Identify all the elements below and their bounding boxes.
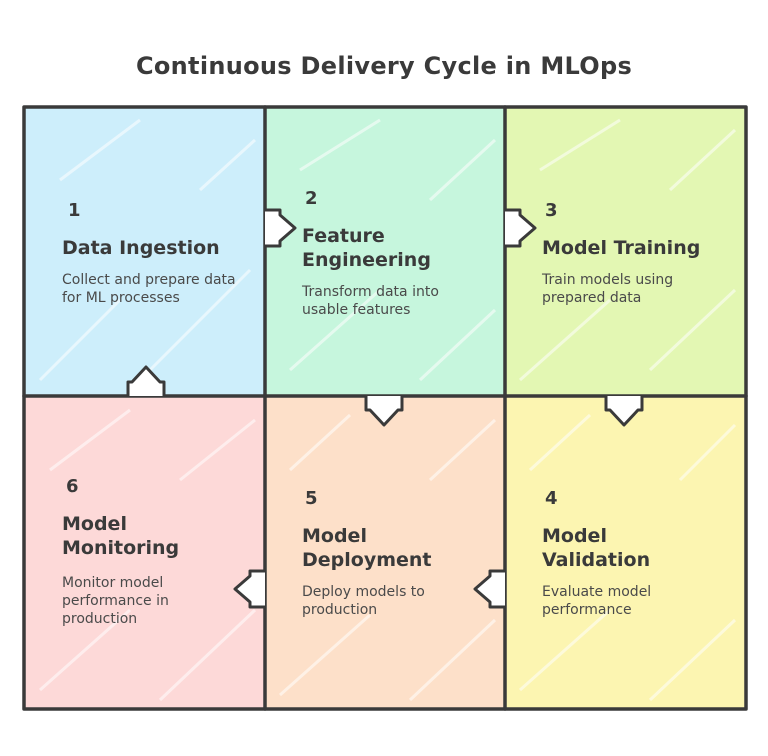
step-number: 6 bbox=[66, 476, 79, 497]
arrow-3-to-4 bbox=[604, 396, 644, 427]
step-number: 3 bbox=[545, 200, 558, 221]
cell-bg-data-ingestion bbox=[25, 108, 265, 396]
arrow-2-to-3 bbox=[505, 208, 537, 248]
step-description: Deploy models to production bbox=[302, 584, 425, 618]
arrow-5-to-6 bbox=[233, 569, 265, 609]
arrow-6-to-1 bbox=[126, 365, 166, 396]
step-title: Model Validation bbox=[542, 525, 651, 571]
step-description: Train models using prepared data bbox=[542, 272, 674, 306]
step-number: 1 bbox=[68, 200, 81, 221]
step-number: 2 bbox=[305, 188, 318, 209]
arrow-1-to-2 bbox=[265, 208, 297, 248]
step-number: 4 bbox=[545, 488, 558, 509]
arrow-2-to-5 bbox=[364, 396, 404, 427]
cell-bg-model-monitoring bbox=[25, 396, 265, 708]
hatching bbox=[38, 118, 737, 702]
step-title: Data Ingestion bbox=[62, 237, 220, 259]
cell-bg-model-validation bbox=[505, 396, 745, 708]
step-title: Feature Engineering bbox=[302, 225, 431, 271]
diagram-title: Continuous Delivery Cycle in MLOps bbox=[135, 52, 633, 80]
step-description: Transform data into usable features bbox=[302, 284, 439, 318]
step-title: Model Deployment bbox=[302, 525, 432, 571]
step-description: Monitor model performance in production bbox=[62, 575, 169, 627]
step-title: Model Training bbox=[542, 237, 701, 259]
step-description: Collect and prepare data for ML processe… bbox=[62, 272, 236, 306]
step-title: Model Monitoring bbox=[62, 513, 180, 559]
cell-bg-feature-engineering bbox=[265, 108, 505, 396]
step-description: Evaluate model performance bbox=[542, 584, 652, 618]
step-number: 5 bbox=[305, 488, 318, 509]
arrow-4-to-5 bbox=[473, 569, 505, 609]
